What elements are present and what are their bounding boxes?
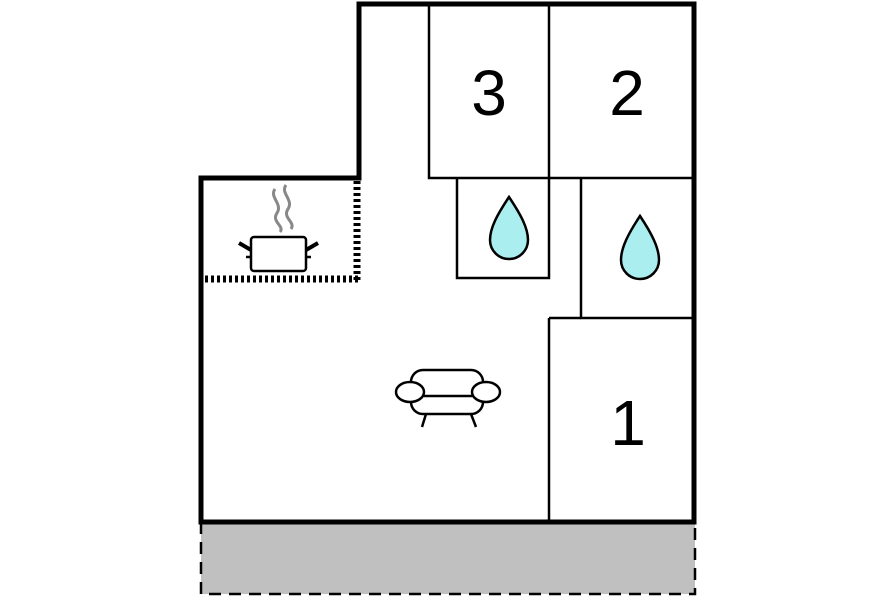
water-drop-icon bbox=[619, 213, 661, 281]
water-drop-icon bbox=[488, 194, 530, 261]
sofa-icon bbox=[394, 368, 502, 428]
cooking-pot-icon bbox=[237, 184, 320, 273]
outer-wall bbox=[198, 1, 697, 525]
room-3-label: 3 bbox=[471, 57, 507, 129]
kitchen-counter bbox=[205, 181, 361, 283]
interior-walls bbox=[427, 4, 694, 522]
terrace bbox=[199, 520, 697, 596]
room-2-label: 2 bbox=[609, 57, 645, 129]
room-1-label: 1 bbox=[610, 387, 646, 459]
